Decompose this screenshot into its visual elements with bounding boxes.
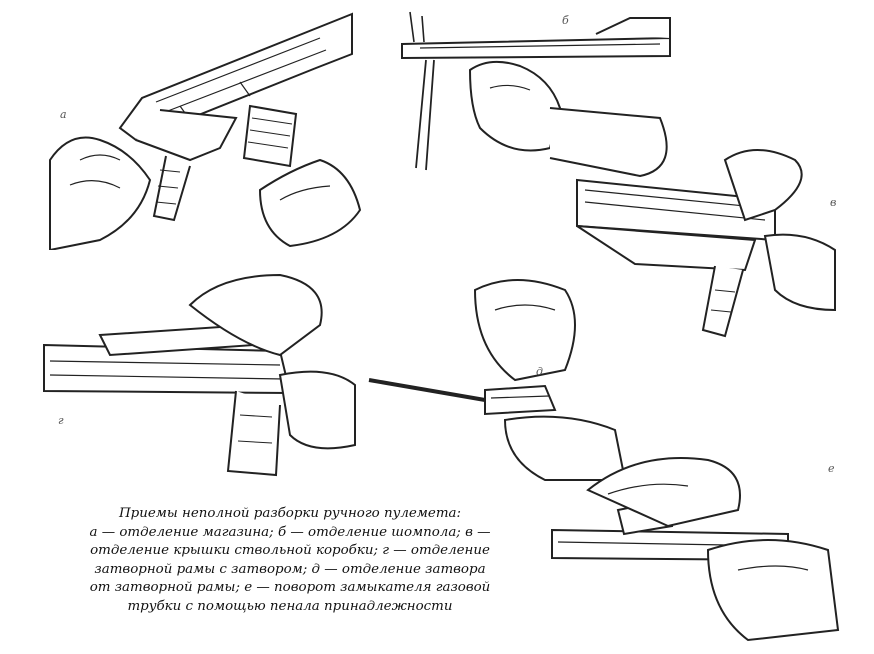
- illustration-gas-tube-lock-rotation: [548, 430, 848, 650]
- caption-line-1: Приемы неполной разборки ручного пулемет…: [118, 506, 462, 521]
- caption-line-6: трубки с помощью пенала принадлежности: [127, 598, 453, 614]
- panel-label-v: в: [830, 196, 837, 209]
- panel-label-e: е: [828, 462, 835, 475]
- caption-line-3: отделение крышки ствольной коробки; г — …: [90, 543, 490, 559]
- illustration-cleaning-rod-removal: [400, 8, 830, 178]
- caption-line-5: от затворной рамы; е — поворот замыкател…: [89, 580, 491, 596]
- caption-line-4: затворной рамы с затвором; д — отделение…: [94, 561, 486, 577]
- panel-label-d: д: [536, 365, 543, 378]
- panel-label-g: г: [58, 414, 64, 427]
- caption-line-2: а — отделение магазина; б — отделение шо…: [89, 524, 491, 540]
- illustration-receiver-cover-removal: [575, 140, 840, 350]
- panel-label-a: а: [60, 108, 67, 121]
- panel-label-b: б: [562, 14, 569, 27]
- illustration-magazine-removal: [40, 10, 370, 250]
- illustration-bolt-carrier-removal: [40, 265, 360, 480]
- figure-caption: Приемы неполной разборки ручного пулемет…: [40, 505, 540, 617]
- illustration-bolt-from-carrier-removal: [365, 270, 635, 485]
